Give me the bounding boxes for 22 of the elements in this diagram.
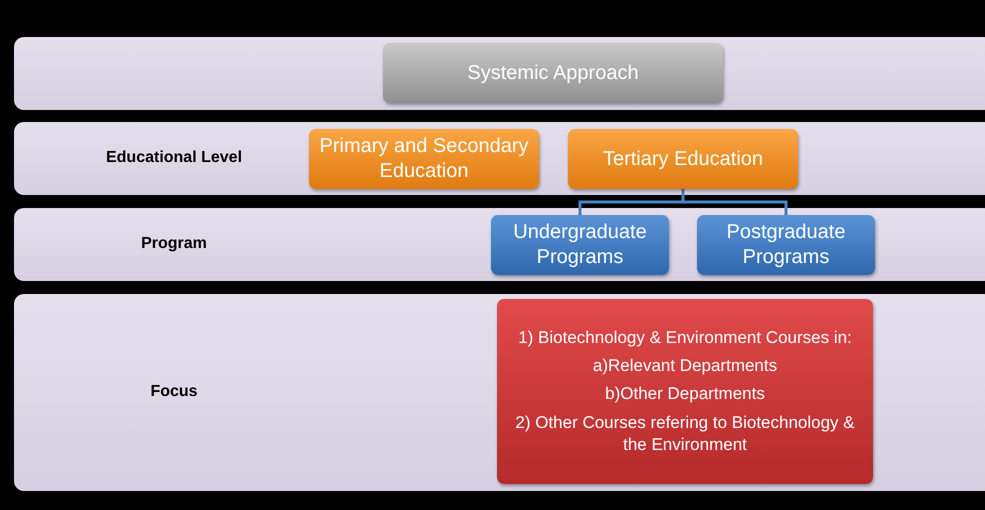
band-panel [14, 294, 985, 491]
row-label: Focus [149, 382, 199, 400]
process-box [697, 215, 875, 275]
band-panel [14, 122, 985, 195]
box-text: Systemic Approach [467, 60, 639, 86]
process-box [383, 43, 723, 103]
row-label: Program [140, 234, 208, 252]
row-label: Educational Level [104, 148, 244, 166]
box-text: 1) Biotechnology & Environment Courses in: [518, 327, 852, 350]
process-box [309, 129, 539, 189]
box-text: Undergraduate Programs [512, 220, 648, 270]
box-text: Postgraduate Programs [726, 220, 846, 270]
box-text: a)Relevant Departments [592, 355, 778, 378]
process-box [491, 215, 669, 275]
box-text: Tertiary Education [602, 146, 764, 172]
band-panel [14, 208, 985, 281]
box-text: 2) Other Courses refering to Biotechnology & the Environment [514, 412, 856, 456]
box-text: Primary and Secondary Education [318, 134, 530, 184]
process-box [497, 299, 873, 484]
process-box [568, 129, 798, 189]
box-text: b)Other Departments [605, 383, 765, 406]
band-panel [14, 37, 985, 110]
